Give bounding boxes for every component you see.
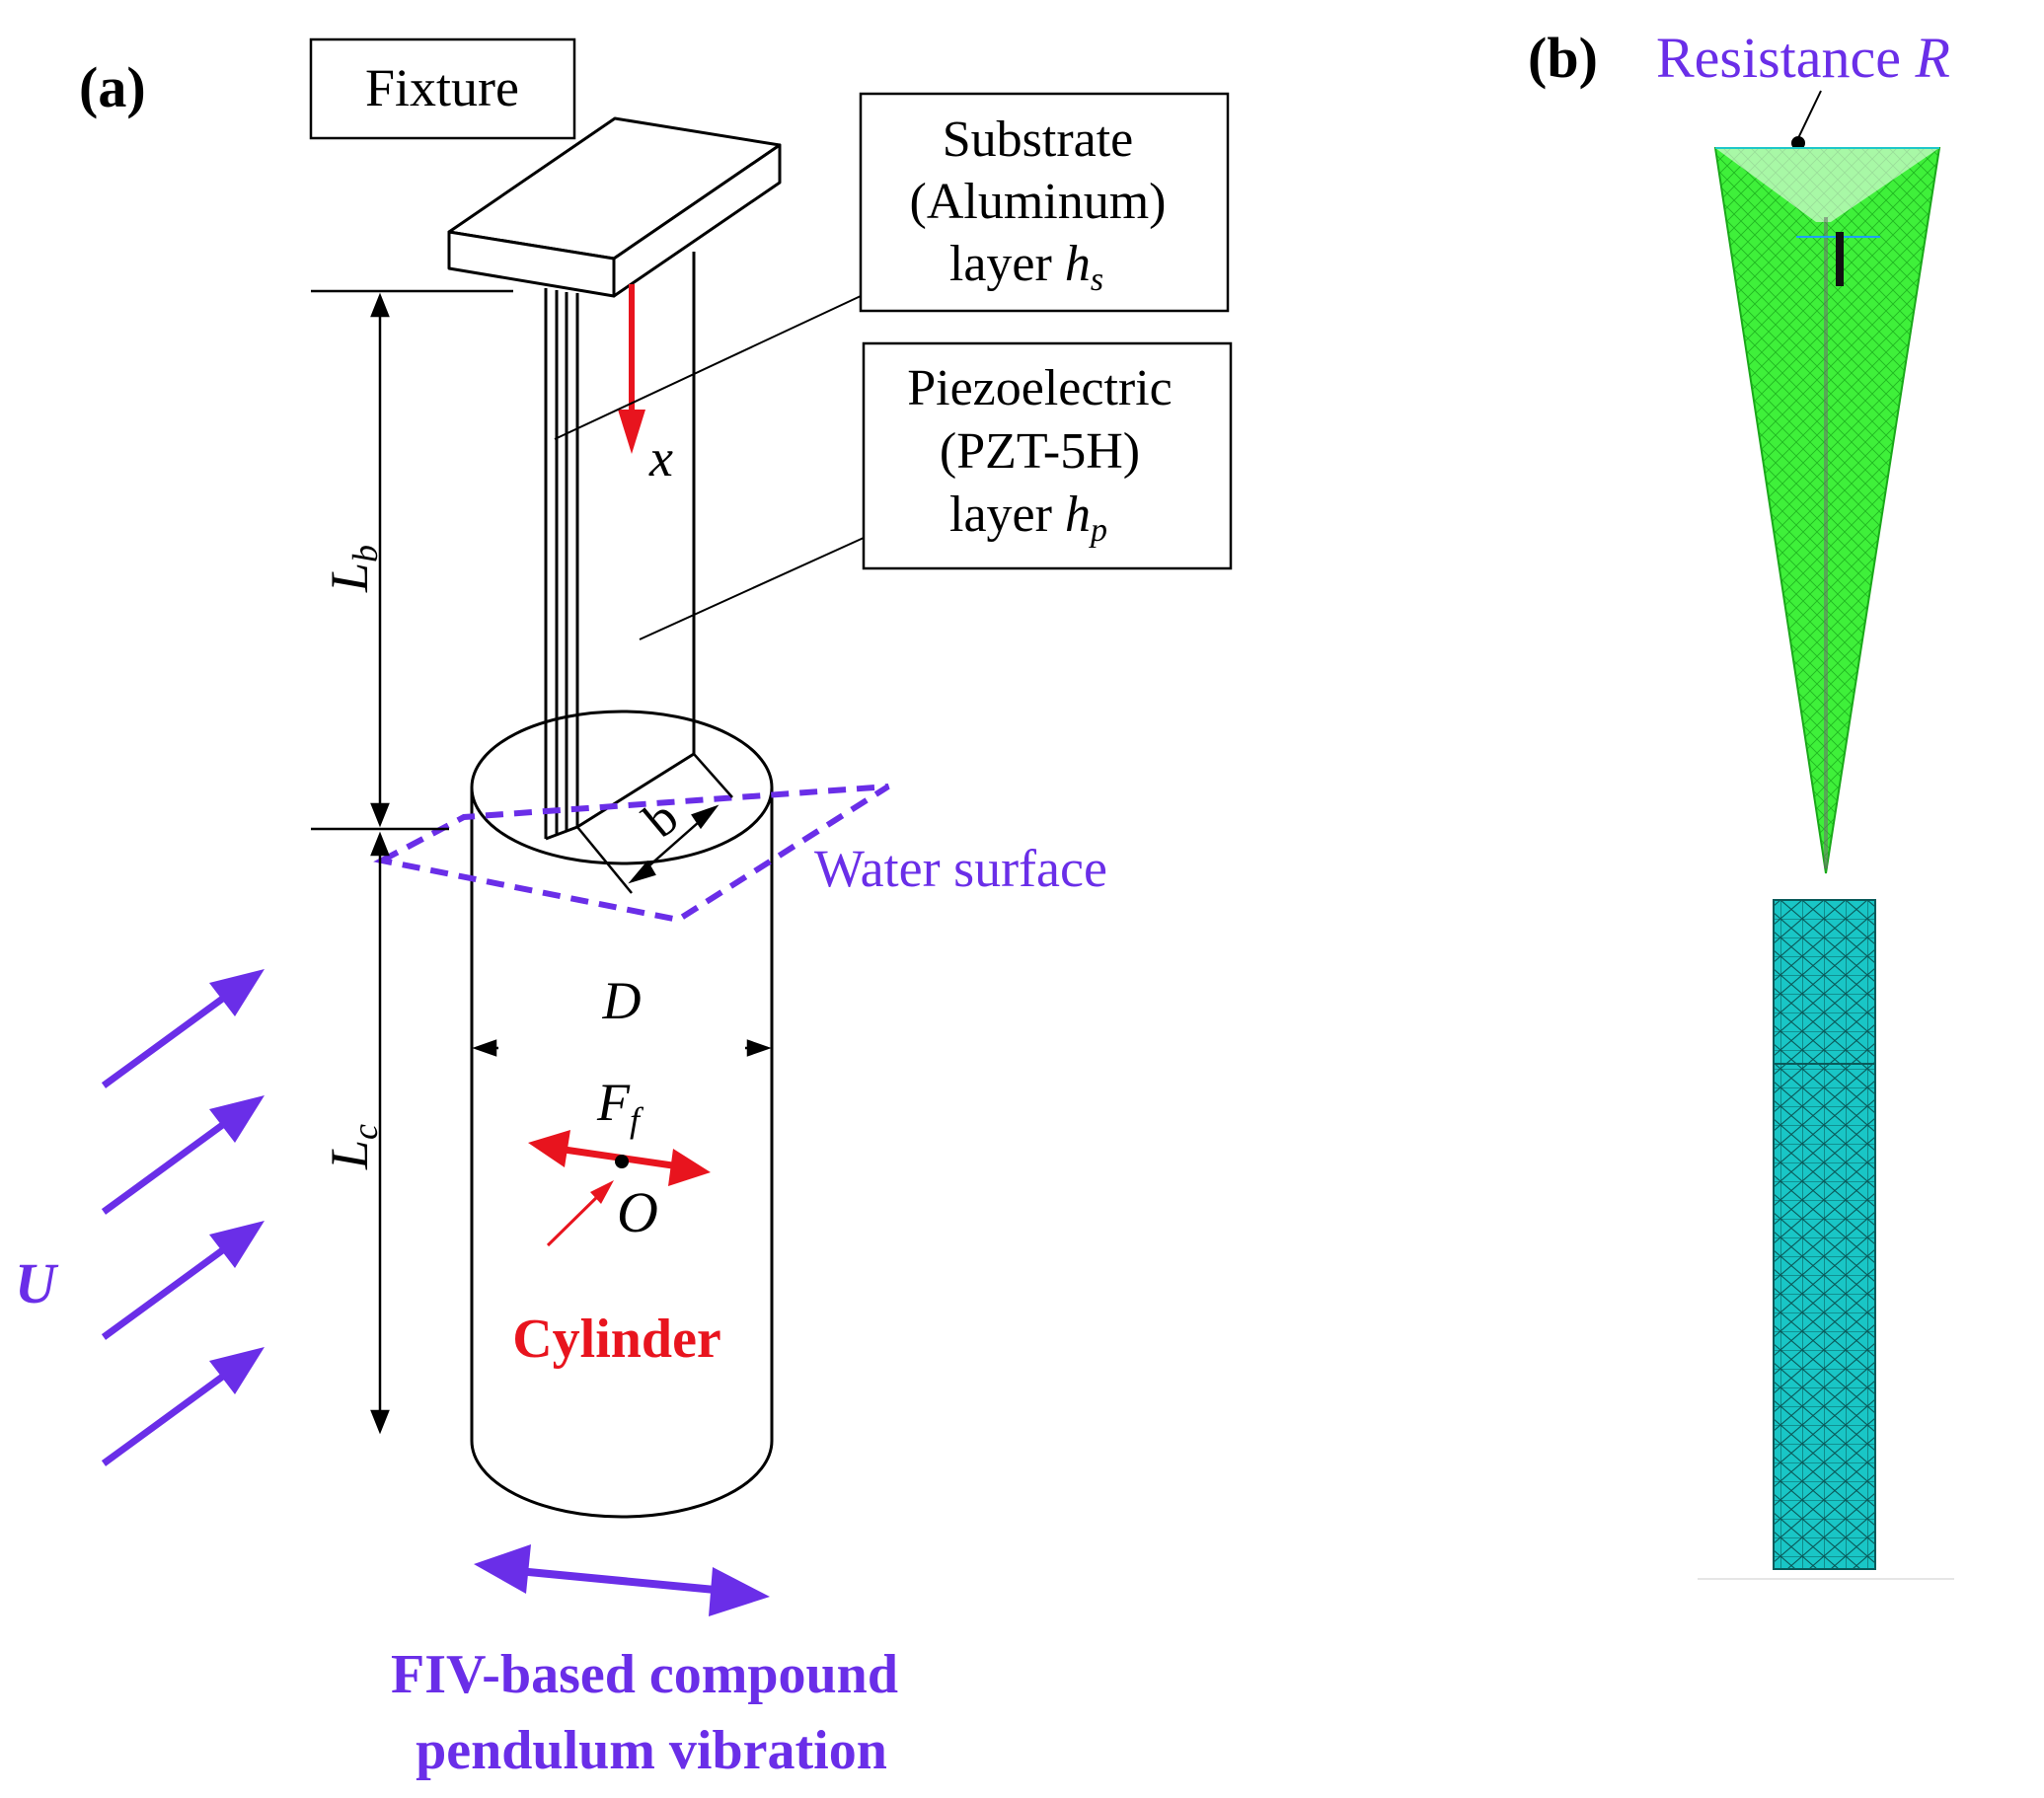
piezo-label: Piezoelectric (PZT-5H) layer hp	[907, 360, 1185, 549]
substrate-label: Substrate (Aluminum) layer hs	[910, 112, 1179, 298]
resistance-pointer	[1791, 90, 1822, 150]
water-surface-label: Water surface	[814, 839, 1107, 898]
cylinder-body	[470, 710, 774, 1519]
substrate-label-box	[859, 92, 1230, 313]
lb-dimension	[311, 289, 513, 831]
force-label: Ff	[596, 1073, 644, 1140]
panel-b: (b) Resistance R	[1528, 26, 1954, 1580]
width-b-label: b	[634, 789, 690, 849]
origin-label: O	[617, 1180, 658, 1244]
fixture-label-box	[309, 37, 576, 140]
beam	[544, 252, 696, 841]
fe-beam-mesh	[1713, 147, 1941, 874]
fixture-label: Fixture	[365, 58, 519, 117]
lb-label: Lb	[320, 545, 385, 593]
x-axis-arrow	[618, 284, 645, 454]
panel-a-label: (a)	[79, 55, 146, 119]
panel-b-label: (b)	[1528, 26, 1598, 90]
fixture-block	[447, 116, 782, 298]
water-surface-outline	[373, 784, 890, 924]
lc-dimension	[370, 831, 390, 1435]
substrate-leader	[554, 295, 862, 440]
cylinder-label: Cylinder	[512, 1309, 721, 1370]
flow-label: U	[15, 1251, 59, 1315]
vibration-arrow	[474, 1544, 770, 1616]
origin-point	[615, 1155, 629, 1168]
vibration-caption: FIV-based compound pendulum vibration	[391, 1644, 912, 1781]
diameter-ticks	[472, 1039, 772, 1057]
fe-cylinder-mesh	[1698, 899, 1954, 1580]
flow-arrows	[101, 969, 265, 1466]
piezo-label-box	[862, 341, 1233, 570]
panel-a: (a) Fixture Water surfac	[15, 37, 1233, 1781]
width-b-dimension	[576, 753, 733, 894]
piezo-leader	[639, 537, 865, 640]
resistance-label: Resistance R	[1656, 26, 1950, 90]
x-axis-label: x	[648, 428, 673, 487]
lc-label: Lc	[320, 1124, 385, 1170]
diameter-label: D	[602, 971, 642, 1030]
